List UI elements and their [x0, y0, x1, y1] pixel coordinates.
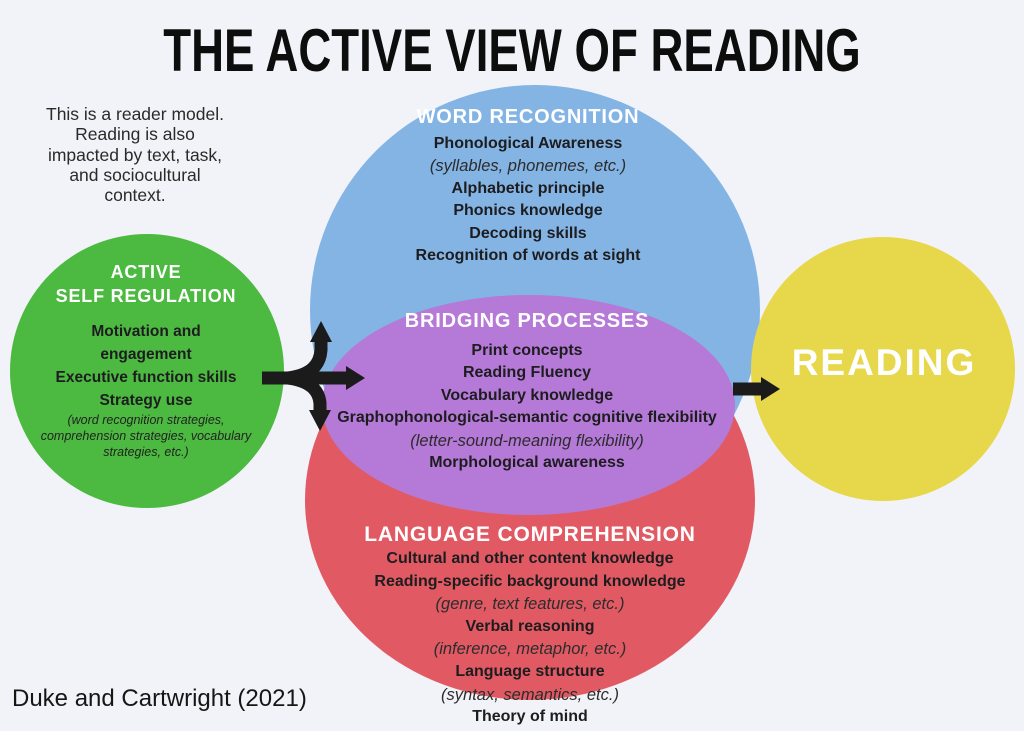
note-line: Reading is also: [75, 124, 195, 145]
language-comprehension-heading: LANGUAGE COMPREHENSION: [364, 523, 696, 546]
bridging-processes-ellipse: [322, 295, 735, 515]
active-self-regulation-content: ACTIVE SELF REGULATION Motivation and en…: [41, 260, 252, 460]
language-comprehension-content: LANGUAGE COMPREHENSION Cultural and othe…: [364, 522, 695, 729]
list-item: (genre, text features, etc.): [435, 595, 625, 614]
list-item: Morphological awareness: [429, 454, 625, 472]
list-item: Reading Fluency: [462, 364, 592, 382]
list-item: Language structure: [455, 662, 605, 680]
list-item: Executive function skills: [55, 369, 237, 386]
list-item: (letter-sound-meaning flexibility): [410, 431, 644, 450]
list-item: Graphophonological-semantic cognitive fl…: [337, 409, 717, 427]
note-line: This is a reader model.: [46, 104, 224, 124]
word-recognition-heading: WORD RECOGNITION: [416, 106, 640, 128]
list-subitem: comprehension strategies, vocabulary: [40, 429, 252, 443]
list-item: Theory of mind: [472, 708, 588, 726]
active-self-regulation-heading: ACTIVE: [110, 262, 182, 282]
list-item: Decoding skills: [469, 224, 587, 242]
active-self-regulation-circle: [10, 234, 284, 508]
list-item: Verbal reasoning: [465, 617, 595, 635]
note-line: and sociocultural: [69, 164, 201, 185]
list-item: Vocabulary knowledge: [440, 386, 614, 404]
list-item: Cultural and other content knowledge: [386, 550, 674, 567]
list-item: Motivation and: [91, 323, 201, 340]
bridging-processes-content: BRIDGING PROCESSES Print concepts Readin…: [337, 308, 717, 474]
bridging-processes-heading: BRIDGING PROCESSES: [404, 310, 650, 332]
list-item: engagement: [100, 346, 192, 363]
reading-circle: [751, 237, 1015, 501]
list-item: (syntax, semantics, etc.): [441, 685, 619, 704]
list-item: Recognition of words at sight: [415, 247, 641, 265]
list-item: (syllables, phonemes, etc.): [429, 157, 627, 176]
page-title: THE ACTIVE VIEW OF READING: [163, 17, 861, 84]
list-subitem: (word recognition strategies,: [67, 413, 225, 427]
list-item: (inference, metaphor, etc.): [433, 640, 627, 659]
list-subitem: strategies, etc.): [103, 445, 189, 459]
list-item: Alphabetic principle: [451, 179, 605, 197]
credit-line: Duke and Cartwright (2021): [12, 685, 307, 712]
reader-model-note: This is a reader model. Reading is also …: [46, 104, 224, 205]
note-line: impacted by text, task,: [47, 144, 223, 165]
list-item: Print concepts: [471, 342, 583, 359]
list-item: Reading-specific background knowledge: [374, 572, 686, 590]
note-line: context.: [104, 185, 166, 206]
list-item: Phonics knowledge: [453, 202, 603, 220]
list-item: Phonological Awareness: [433, 135, 623, 152]
word-recognition-content: WORD RECOGNITION Phonological Awareness …: [416, 104, 641, 267]
reading-label: READING: [791, 342, 977, 383]
list-item: Strategy use: [99, 392, 193, 409]
active-self-regulation-heading: SELF REGULATION: [55, 286, 237, 306]
